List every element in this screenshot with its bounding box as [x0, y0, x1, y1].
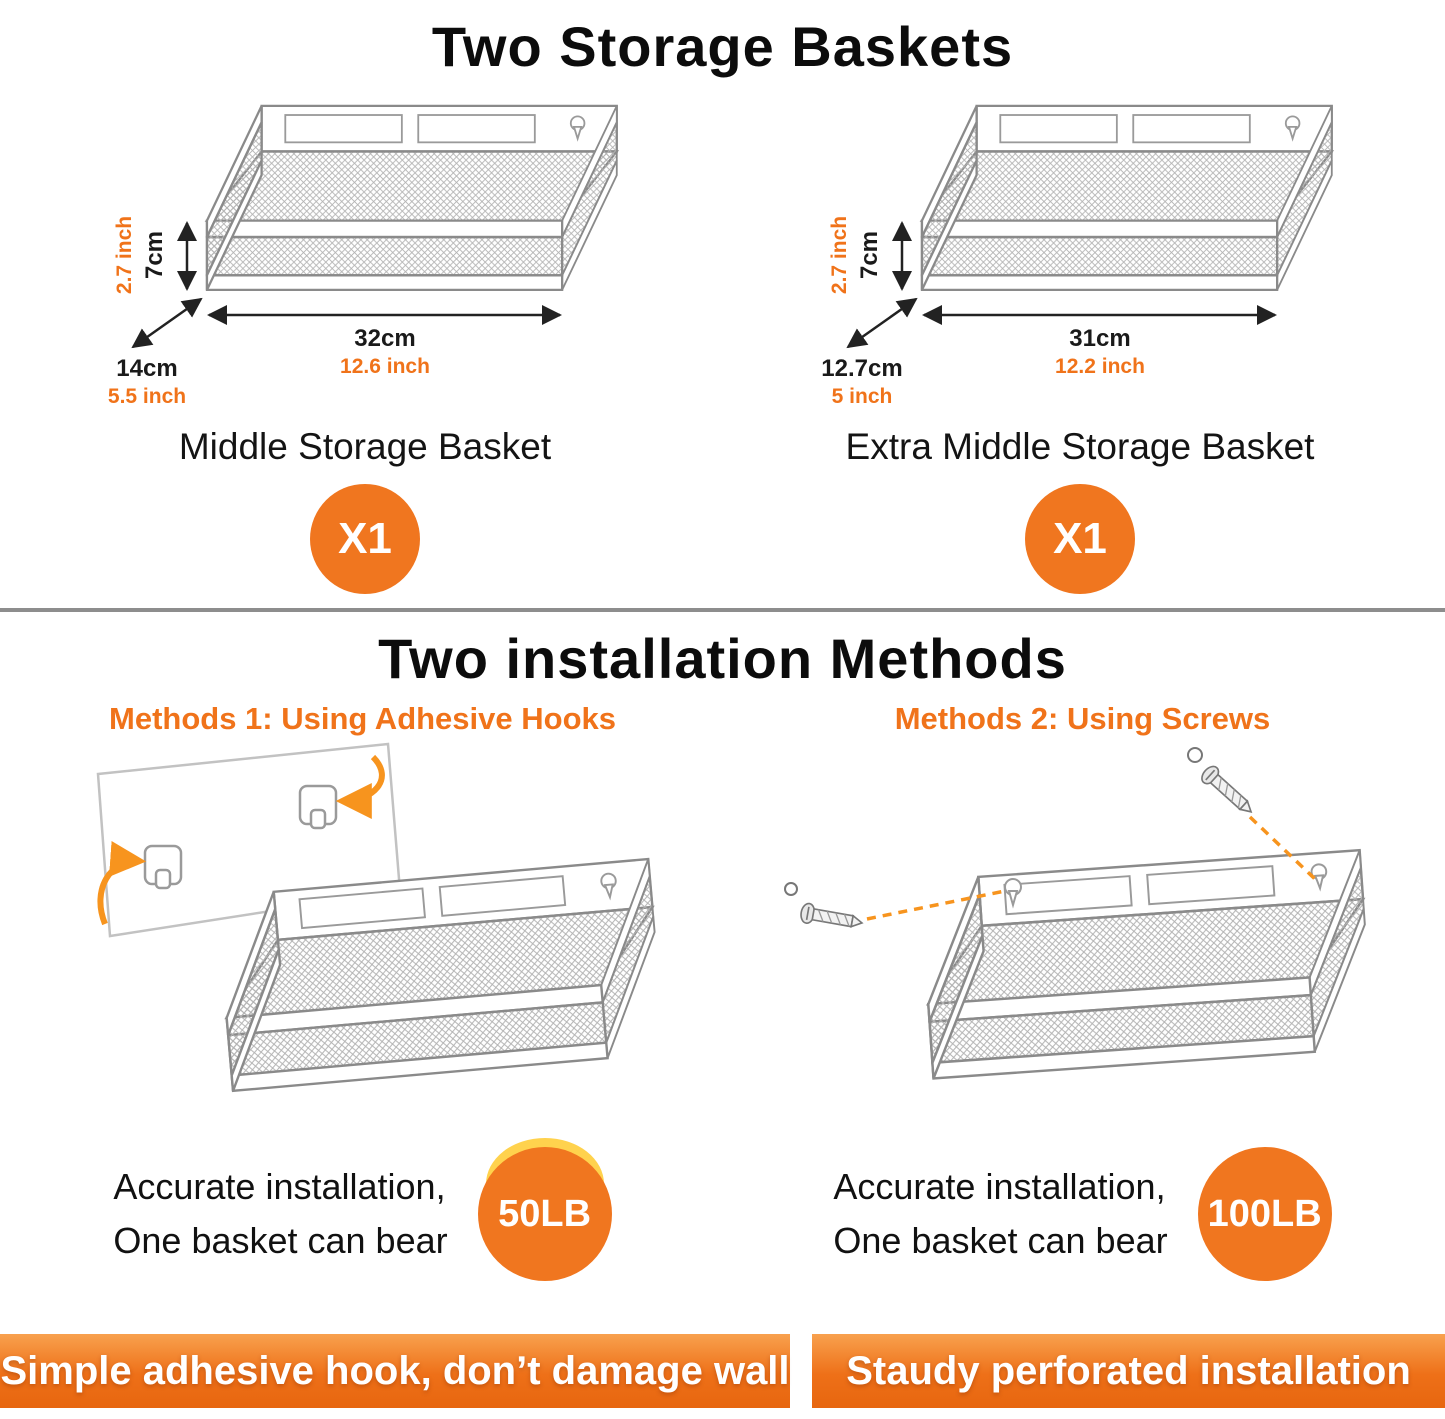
quantity-badge: X1: [310, 484, 420, 594]
method-2-description: Accurate installation, One basket can be…: [833, 1147, 1332, 1281]
quantity-label: X1: [338, 514, 392, 563]
depth-imperial-label: 5 inch: [831, 385, 893, 408]
method-2-heading: Methods 2: Using Screws: [894, 701, 1271, 736]
width-metric-label: 31cm: [1069, 325, 1131, 352]
capacity-badge-100lb: 100LB: [1197, 1147, 1332, 1281]
bottom-banners: Simple adhesive hook, don’t damage wall …: [0, 1334, 1445, 1408]
height-metric-label: 7cm: [856, 230, 883, 280]
basket-figure-middle: 7cm 2.7 inch 14cm 5.5 inch 32cm 12.6 inc…: [33, 85, 698, 594]
depth-metric-label: 14cm: [116, 355, 178, 382]
capacity-text: Accurate installation, One basket can be…: [833, 1166, 1168, 1261]
middle-basket-illustration: [131, 104, 618, 349]
adhesive-hook-icon: [298, 784, 337, 830]
storage-baskets-section: Two Storage Baskets: [0, 14, 1445, 594]
screw-icon: [798, 901, 864, 934]
screws-banner: Staudy perforated installation: [812, 1334, 1445, 1408]
baskets-row: 7cm 2.7 inch 14cm 5.5 inch 32cm 12.6 inc…: [0, 85, 1445, 594]
middle-basket-drawing: 7cm 2.7 inch 14cm 5.5 inch 32cm 12.6 inc…: [35, 85, 695, 420]
width-imperial-label: 12.2 inch: [1055, 355, 1145, 378]
screw-guide-line: [866, 889, 1005, 921]
quantity-badge: X1: [1025, 484, 1135, 594]
keyhole-icon: [1003, 878, 1022, 909]
height-imperial-label: 2.7 inch: [828, 215, 851, 295]
hook-arrow-icon: [97, 841, 146, 926]
adhesive-hook-icon: [143, 844, 182, 890]
method-2-drawing: [763, 739, 1403, 1139]
extra-middle-basket-drawing: 7cm 2.7 inch 12.7cm 5 inch 31cm 12.2 inc…: [750, 85, 1410, 420]
adhesive-banner: Simple adhesive hook, don’t damage wall: [0, 1334, 790, 1408]
width-metric-label: 32cm: [354, 325, 416, 352]
method-adhesive-hooks: Methods 1: Using Adhesive Hooks: [33, 697, 693, 1281]
method-1-drawing: [43, 739, 683, 1139]
capacity-badge-50lb: 50LB: [477, 1138, 612, 1281]
method-1-illustration: [96, 742, 666, 1093]
installation-section: Two installation Methods Methods 1: Usin…: [0, 626, 1445, 1281]
basket-icon: [214, 857, 666, 1093]
depth-metric-label: 12.7cm: [821, 355, 903, 382]
washer-icon: [783, 882, 798, 896]
height-imperial-label: 2.7 inch: [113, 215, 136, 295]
storage-section-title: Two Storage Baskets: [431, 15, 1014, 78]
method-2-illustration: [783, 747, 1375, 1080]
depth-dimension-arrow: [846, 297, 918, 349]
hook-arrow-icon: [335, 754, 385, 819]
width-imperial-label: 12.6 inch: [340, 355, 430, 378]
basket-icon: [205, 104, 618, 292]
capacity-text: Accurate installation, One basket can be…: [113, 1166, 448, 1261]
section-divider: [0, 608, 1445, 612]
method-screws: Methods 2: Using Screws: [753, 697, 1413, 1281]
depth-dimension-arrow: [131, 297, 203, 349]
basket-icon: [920, 104, 1333, 292]
product-infographic: Two Storage Baskets: [0, 14, 1445, 1408]
height-metric-label: 7cm: [141, 230, 168, 280]
method-1-heading: Methods 1: Using Adhesive Hooks: [109, 701, 616, 736]
middle-basket-caption: Middle Storage Basket: [178, 426, 552, 467]
screw-icon: [1197, 762, 1259, 821]
method-1-description: Accurate installation, One basket can be…: [113, 1138, 612, 1281]
washer-icon: [1186, 747, 1203, 763]
extra-middle-basket-caption: Extra Middle Storage Basket: [845, 426, 1315, 467]
basket-icon: [917, 848, 1375, 1080]
quantity-label: X1: [1053, 514, 1107, 563]
installation-section-title: Two installation Methods: [378, 627, 1067, 690]
depth-imperial-label: 5.5 inch: [107, 385, 187, 408]
methods-row: Methods 1: Using Adhesive Hooks: [0, 697, 1445, 1281]
basket-figure-extra-middle: 7cm 2.7 inch 12.7cm 5 inch 31cm 12.2 inc…: [748, 85, 1413, 594]
extra-middle-basket-illustration: [846, 104, 1333, 349]
